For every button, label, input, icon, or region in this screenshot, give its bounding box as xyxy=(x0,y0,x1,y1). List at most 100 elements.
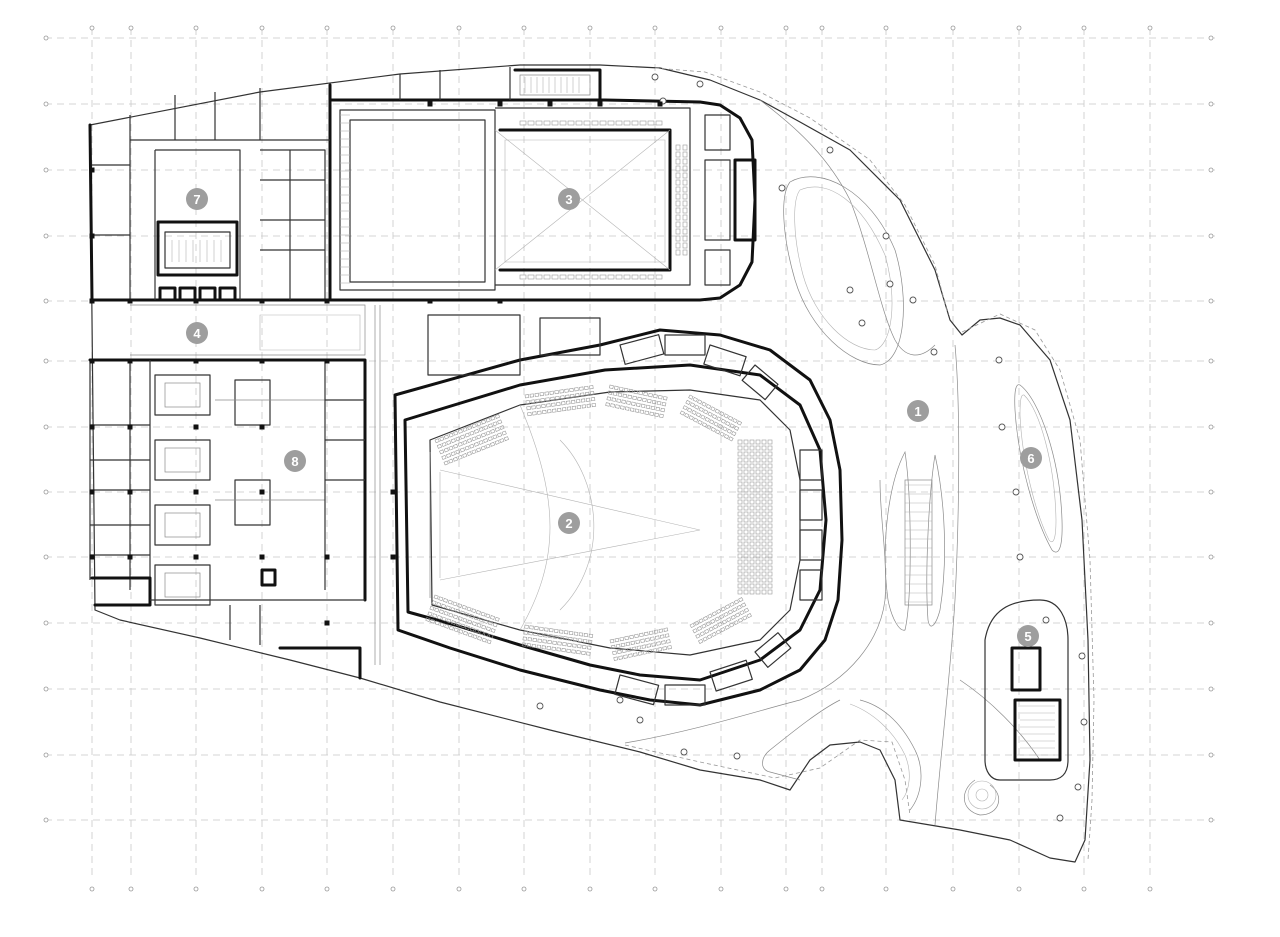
column-square xyxy=(127,424,133,430)
seat xyxy=(767,511,773,517)
seat xyxy=(723,611,729,617)
seat xyxy=(465,625,471,630)
seat xyxy=(452,456,459,462)
seat xyxy=(675,221,681,228)
seat xyxy=(430,618,436,624)
seat xyxy=(767,577,773,583)
seat xyxy=(448,612,454,618)
seat xyxy=(617,392,623,397)
grid-marker xyxy=(1016,25,1022,31)
seat xyxy=(445,605,451,611)
seat xyxy=(737,499,743,505)
seat xyxy=(737,511,743,517)
box-outline xyxy=(741,364,779,401)
box xyxy=(664,684,706,706)
seat xyxy=(446,618,452,624)
seat xyxy=(485,613,491,619)
seat xyxy=(535,120,543,126)
seat xyxy=(488,633,494,639)
seat xyxy=(755,499,761,505)
seat xyxy=(761,535,767,541)
seat xyxy=(743,565,749,571)
seat xyxy=(755,565,761,571)
seat xyxy=(466,451,472,457)
seat-block xyxy=(521,624,594,656)
seat xyxy=(489,615,496,620)
seat xyxy=(711,611,717,617)
column-square xyxy=(324,620,330,626)
room-labels: 1 2 3 4 5 6 7 8 xyxy=(186,188,1042,647)
seat xyxy=(616,398,622,403)
grid-marker xyxy=(43,752,49,758)
seat xyxy=(527,274,535,280)
seat xyxy=(615,643,621,649)
seat xyxy=(743,523,749,529)
grid-marker xyxy=(1147,25,1153,31)
seat xyxy=(682,151,688,158)
seat xyxy=(699,631,705,637)
grid-marker xyxy=(587,886,593,892)
seat xyxy=(746,613,752,619)
seat xyxy=(632,395,637,401)
seat xyxy=(607,390,613,395)
seat xyxy=(480,611,486,617)
column-circle xyxy=(998,423,1006,431)
seat xyxy=(575,120,583,126)
seat xyxy=(543,633,548,638)
seat xyxy=(472,634,478,640)
room-fixture xyxy=(164,382,201,408)
svg-text:3: 3 xyxy=(565,192,572,207)
seat xyxy=(524,624,529,629)
column-circle xyxy=(1042,616,1050,624)
svg-text:5: 5 xyxy=(1024,629,1031,644)
seat xyxy=(459,447,466,453)
seat xyxy=(586,645,592,650)
seat xyxy=(642,650,648,655)
seat xyxy=(480,432,486,438)
seat xyxy=(761,511,767,517)
seat xyxy=(717,621,723,627)
seat xyxy=(519,274,527,280)
seat xyxy=(623,654,628,659)
seat xyxy=(726,617,732,623)
seat xyxy=(431,600,437,606)
seat xyxy=(632,652,638,657)
seat xyxy=(743,493,749,499)
box xyxy=(799,449,823,481)
column-circle xyxy=(886,280,894,288)
central-stair xyxy=(904,479,933,606)
seat xyxy=(761,457,767,463)
seat xyxy=(444,624,450,629)
seat xyxy=(689,622,695,629)
seat xyxy=(494,413,501,419)
seat xyxy=(767,547,773,553)
seat xyxy=(628,388,634,394)
seat xyxy=(480,445,486,451)
room xyxy=(154,374,211,416)
seat xyxy=(737,583,743,589)
auditorium-2 xyxy=(393,314,844,707)
seat xyxy=(529,625,534,630)
room xyxy=(154,439,211,481)
seat xyxy=(749,529,755,535)
seat xyxy=(767,457,773,463)
room-fixture xyxy=(164,447,201,473)
seat xyxy=(529,393,535,398)
seat xyxy=(442,598,449,603)
seat xyxy=(737,493,743,499)
seat xyxy=(740,602,747,608)
block-8 xyxy=(88,358,367,680)
column-square xyxy=(89,554,95,560)
seat xyxy=(555,395,560,401)
seat xyxy=(710,618,716,624)
seat xyxy=(455,436,461,442)
seat xyxy=(710,406,716,412)
seat xyxy=(557,641,562,646)
seat xyxy=(767,529,773,535)
seat xyxy=(494,426,500,432)
seat xyxy=(761,475,767,481)
seat xyxy=(570,399,576,404)
seat xyxy=(448,458,454,464)
room xyxy=(154,504,211,546)
seat xyxy=(653,629,659,634)
